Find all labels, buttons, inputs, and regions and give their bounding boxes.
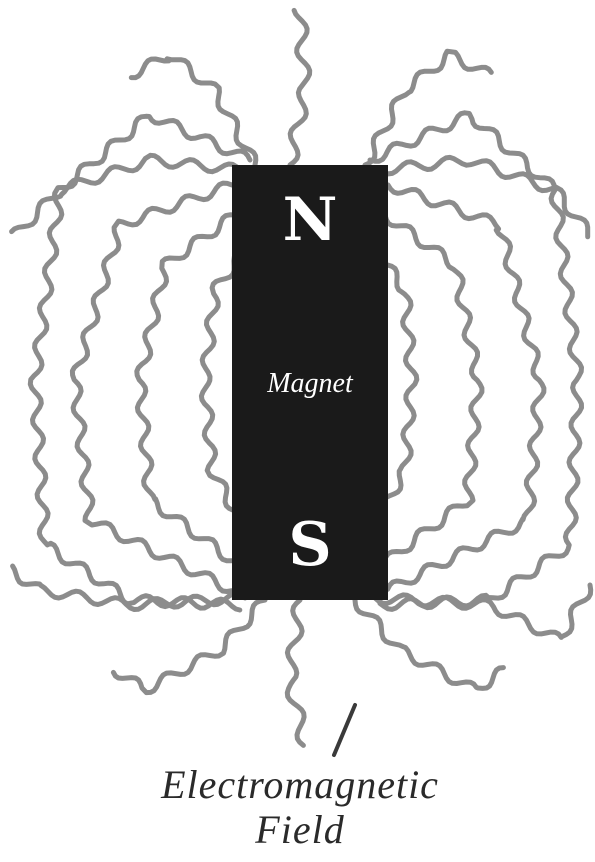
caption-line-1: Electromagnetic [150,765,450,805]
magnet-label: Magnet [266,368,354,399]
field-line-left-2 [137,215,235,561]
field-line-south-far-right [375,585,591,637]
field-line-south-center [287,600,304,745]
field-line-south-left [113,600,265,693]
field-line-north-far-left [12,155,240,231]
field-line-right-2 [385,215,482,557]
field-line-north-center [290,10,310,165]
caption-line-2: Field [150,810,450,850]
field-line-south-right [355,600,503,688]
field-line-north-right [365,51,491,165]
north-pole-label: N [283,185,338,255]
caption-pointer-line [334,705,355,755]
south-pole-label: S [288,510,331,580]
